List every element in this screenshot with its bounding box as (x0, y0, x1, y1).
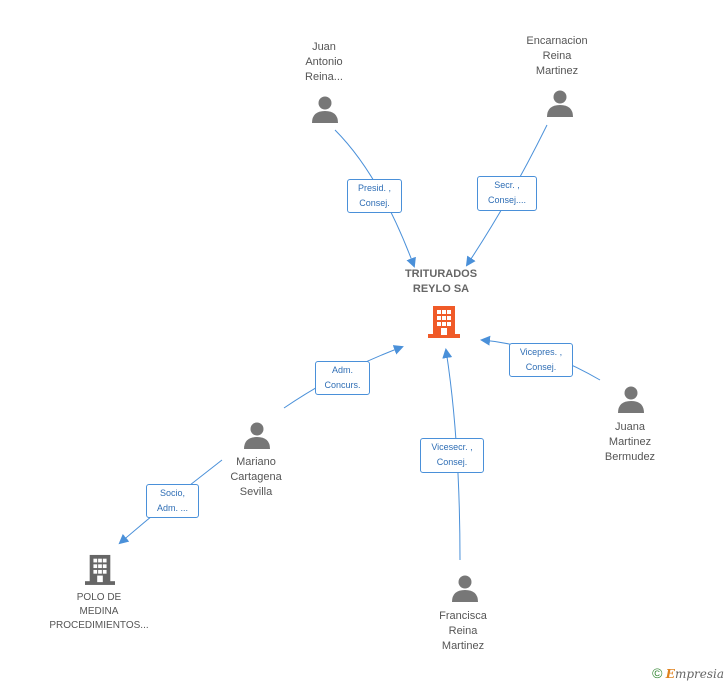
role-badge-juan[interactable]: Presid. , Consej. (347, 179, 402, 213)
person-icon[interactable] (311, 95, 339, 123)
building-icon[interactable] (428, 304, 460, 338)
role-badge-mariano-company[interactable]: Adm. Concurs. (315, 361, 370, 395)
person-juana-name[interactable]: Juana Martinez Bermudez (604, 421, 656, 463)
building-icon[interactable] (85, 552, 115, 586)
role-badge-juana[interactable]: Vicepres. , Consej. (509, 343, 573, 377)
person-juan-name[interactable]: Juan Antonio Reina... (305, 41, 343, 83)
footer-brand: © Empresia (652, 665, 724, 681)
person-icon[interactable] (546, 89, 574, 117)
person-icon[interactable] (617, 385, 645, 413)
person-francisca-name[interactable]: Francisca Reina Martinez (439, 610, 487, 652)
company-name[interactable]: TRITURADOS REYLO SA (404, 268, 478, 295)
copyright-symbol: © (652, 665, 663, 681)
role-badge-mariano-polo[interactable]: Socio, Adm. ... (146, 484, 199, 518)
secondary-company-name[interactable]: POLO DE MEDINA PROCEDIMIENTOS... (49, 592, 149, 631)
brand-logo: Empresia (665, 667, 724, 681)
role-badge-encarnacion[interactable]: Secr. , Consej.... (477, 176, 537, 211)
person-icon[interactable] (243, 421, 271, 449)
person-mariano-name[interactable]: Mariano Cartagena Sevilla (230, 456, 282, 498)
person-icon[interactable] (451, 574, 479, 602)
person-encarnacion-name[interactable]: Encarnacion Reina Martinez (526, 35, 588, 77)
role-badge-francisca[interactable]: Vicesecr. , Consej. (420, 438, 484, 473)
